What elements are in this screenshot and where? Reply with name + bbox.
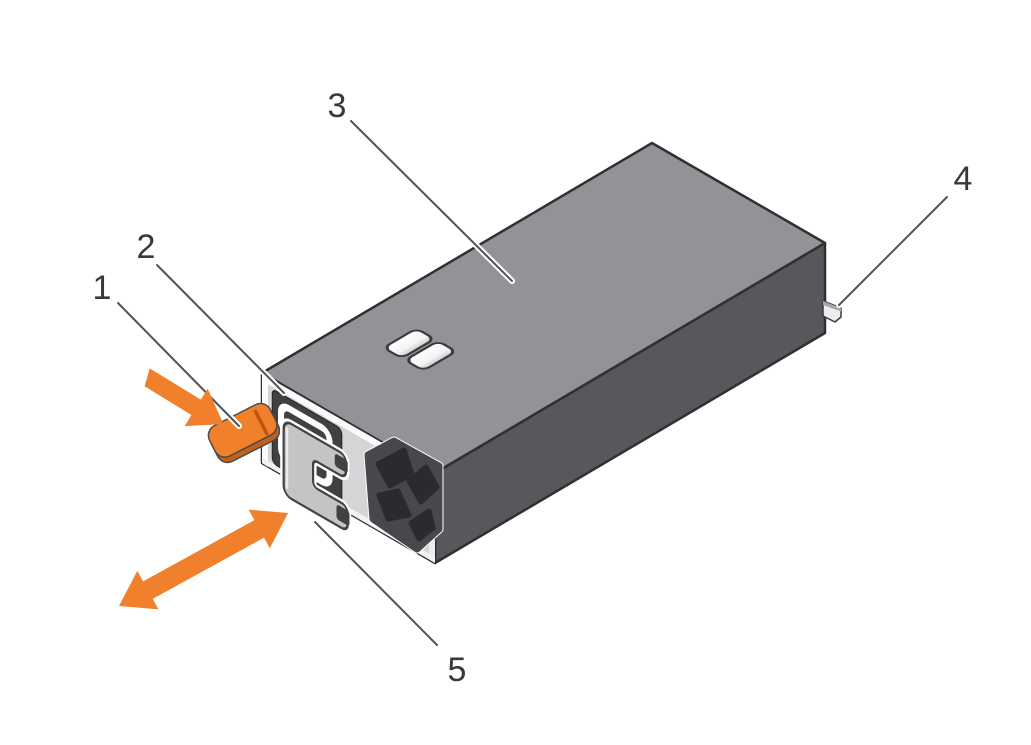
release-latch bbox=[207, 402, 281, 464]
leader-line-4 bbox=[836, 194, 950, 308]
leader-line-5 bbox=[312, 519, 440, 648]
fan-blade bbox=[376, 488, 412, 522]
power-cable-connector bbox=[822, 300, 842, 323]
callout-label-5: 5 bbox=[448, 651, 467, 689]
leader-line-3 bbox=[348, 118, 515, 284]
callout-label-3: 3 bbox=[328, 87, 347, 125]
leader-lines bbox=[115, 118, 950, 648]
push-arrow-icon bbox=[144, 368, 224, 427]
psu-body bbox=[207, 141, 842, 565]
callout-label-1: 1 bbox=[93, 269, 112, 307]
handle-notch bbox=[334, 454, 348, 473]
fan-grill bbox=[363, 436, 444, 554]
fan-blade bbox=[406, 464, 440, 505]
status-indicator-light bbox=[385, 329, 455, 370]
action-arrows bbox=[119, 368, 289, 610]
callout-label-4: 4 bbox=[954, 160, 973, 198]
leader-line-2 bbox=[154, 262, 287, 396]
handle-notch bbox=[336, 505, 350, 526]
power-supply-handle bbox=[280, 418, 352, 534]
leader-line-1 bbox=[115, 300, 242, 429]
callout-label-2: 2 bbox=[137, 228, 156, 266]
callout-labels: 1 2 3 4 5 bbox=[93, 87, 973, 689]
slide-direction-arrow-icon bbox=[119, 509, 289, 610]
fan-blade bbox=[375, 447, 415, 489]
fan-blade bbox=[408, 508, 436, 542]
